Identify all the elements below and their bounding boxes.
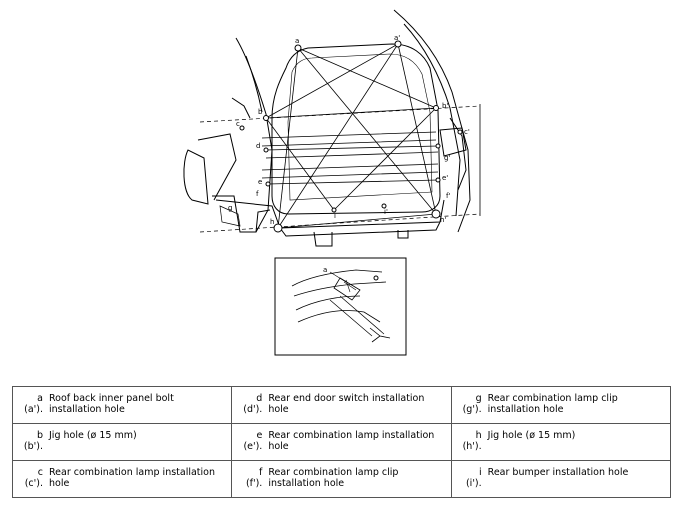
label-b-prime: b' <box>442 102 448 110</box>
legend-description: Rear combination lamp clip installation … <box>268 467 399 489</box>
rear-body-dimension-diagram: a a' b b' c c' d e e' f f' g g' h h' i i… <box>183 9 481 356</box>
legend-cell: c (c'). Rear combination lamp installati… <box>11 460 233 498</box>
label-g-prime: g' <box>444 154 450 162</box>
label-e-prime: e' <box>442 174 448 182</box>
inset-detail-drawing <box>274 257 407 356</box>
legend-description: Rear end door switch installation hole <box>268 393 425 415</box>
legend-cell: g (g'). Rear combination lamp clip insta… <box>450 386 672 424</box>
legend-description: Rear bumper installation hole <box>487 467 629 478</box>
legend-code: g (g'). <box>462 393 482 415</box>
label-f-prime: f' <box>446 192 450 200</box>
label-h-prime: h' <box>440 216 446 224</box>
label-a: a <box>295 37 299 45</box>
legend-code: h (h'). <box>462 430 482 452</box>
label-c: c <box>236 120 240 128</box>
hole-legend-table: a (a'). Roof back inner panel bolt insta… <box>11 386 672 498</box>
legend-code: d (d'). <box>243 393 263 415</box>
label-f: f <box>256 190 259 198</box>
legend-cell: b (b'). Jig hole (ø 15 mm) <box>11 423 233 461</box>
legend-cell: e (e'). Rear combination lamp installati… <box>231 423 452 461</box>
diagram-hole-labels: a a' b b' c c' d e e' f f' g g' h h' i i… <box>228 34 470 226</box>
legend-code: a (a'). <box>24 393 43 415</box>
legend-description: Jig hole (ø 15 mm) <box>487 430 576 441</box>
inset-label-a: a <box>323 266 327 274</box>
legend-description: Roof back inner panel bolt installation … <box>49 393 174 415</box>
legend-cell: f (f'). Rear combination lamp clip insta… <box>231 460 452 498</box>
label-d: d <box>256 142 260 150</box>
label-i: i <box>334 212 336 220</box>
legend-cell: h (h'). Jig hole (ø 15 mm) <box>450 423 672 461</box>
legend-description: Rear combination lamp clip installation … <box>487 393 618 415</box>
label-h: h <box>270 218 274 226</box>
label-i-prime: i' <box>384 208 388 216</box>
legend-description: Rear combination lamp installation hole <box>49 467 216 489</box>
table-row: c (c'). Rear combination lamp installati… <box>11 460 672 498</box>
legend-cell: d (d'). Rear end door switch installatio… <box>231 386 452 424</box>
vehicle-rear-body-drawing <box>183 9 481 247</box>
legend-code: e (e'). <box>243 430 263 452</box>
table-row: a (a'). Roof back inner panel bolt insta… <box>11 386 672 424</box>
legend-cell: i (i'). Rear bumper installation hole <box>450 460 672 498</box>
label-g: g <box>228 204 232 212</box>
legend-description: Rear combination lamp installation hole <box>268 430 435 452</box>
legend-code: i (i'). <box>465 467 482 489</box>
label-b: b <box>258 108 263 116</box>
label-e: e <box>258 178 262 186</box>
legend-code: b (b'). <box>23 430 43 452</box>
table-row: b (b'). Jig hole (ø 15 mm) e (e'). Rear … <box>11 423 672 461</box>
legend-cell: a (a'). Roof back inner panel bolt insta… <box>11 386 233 424</box>
legend-code: c (c'). <box>24 467 43 489</box>
legend-code: f (f'). <box>245 467 263 489</box>
label-a-prime: a' <box>394 34 400 42</box>
label-c-prime: c' <box>464 128 470 136</box>
legend-description: Jig hole (ø 15 mm) <box>49 430 137 441</box>
